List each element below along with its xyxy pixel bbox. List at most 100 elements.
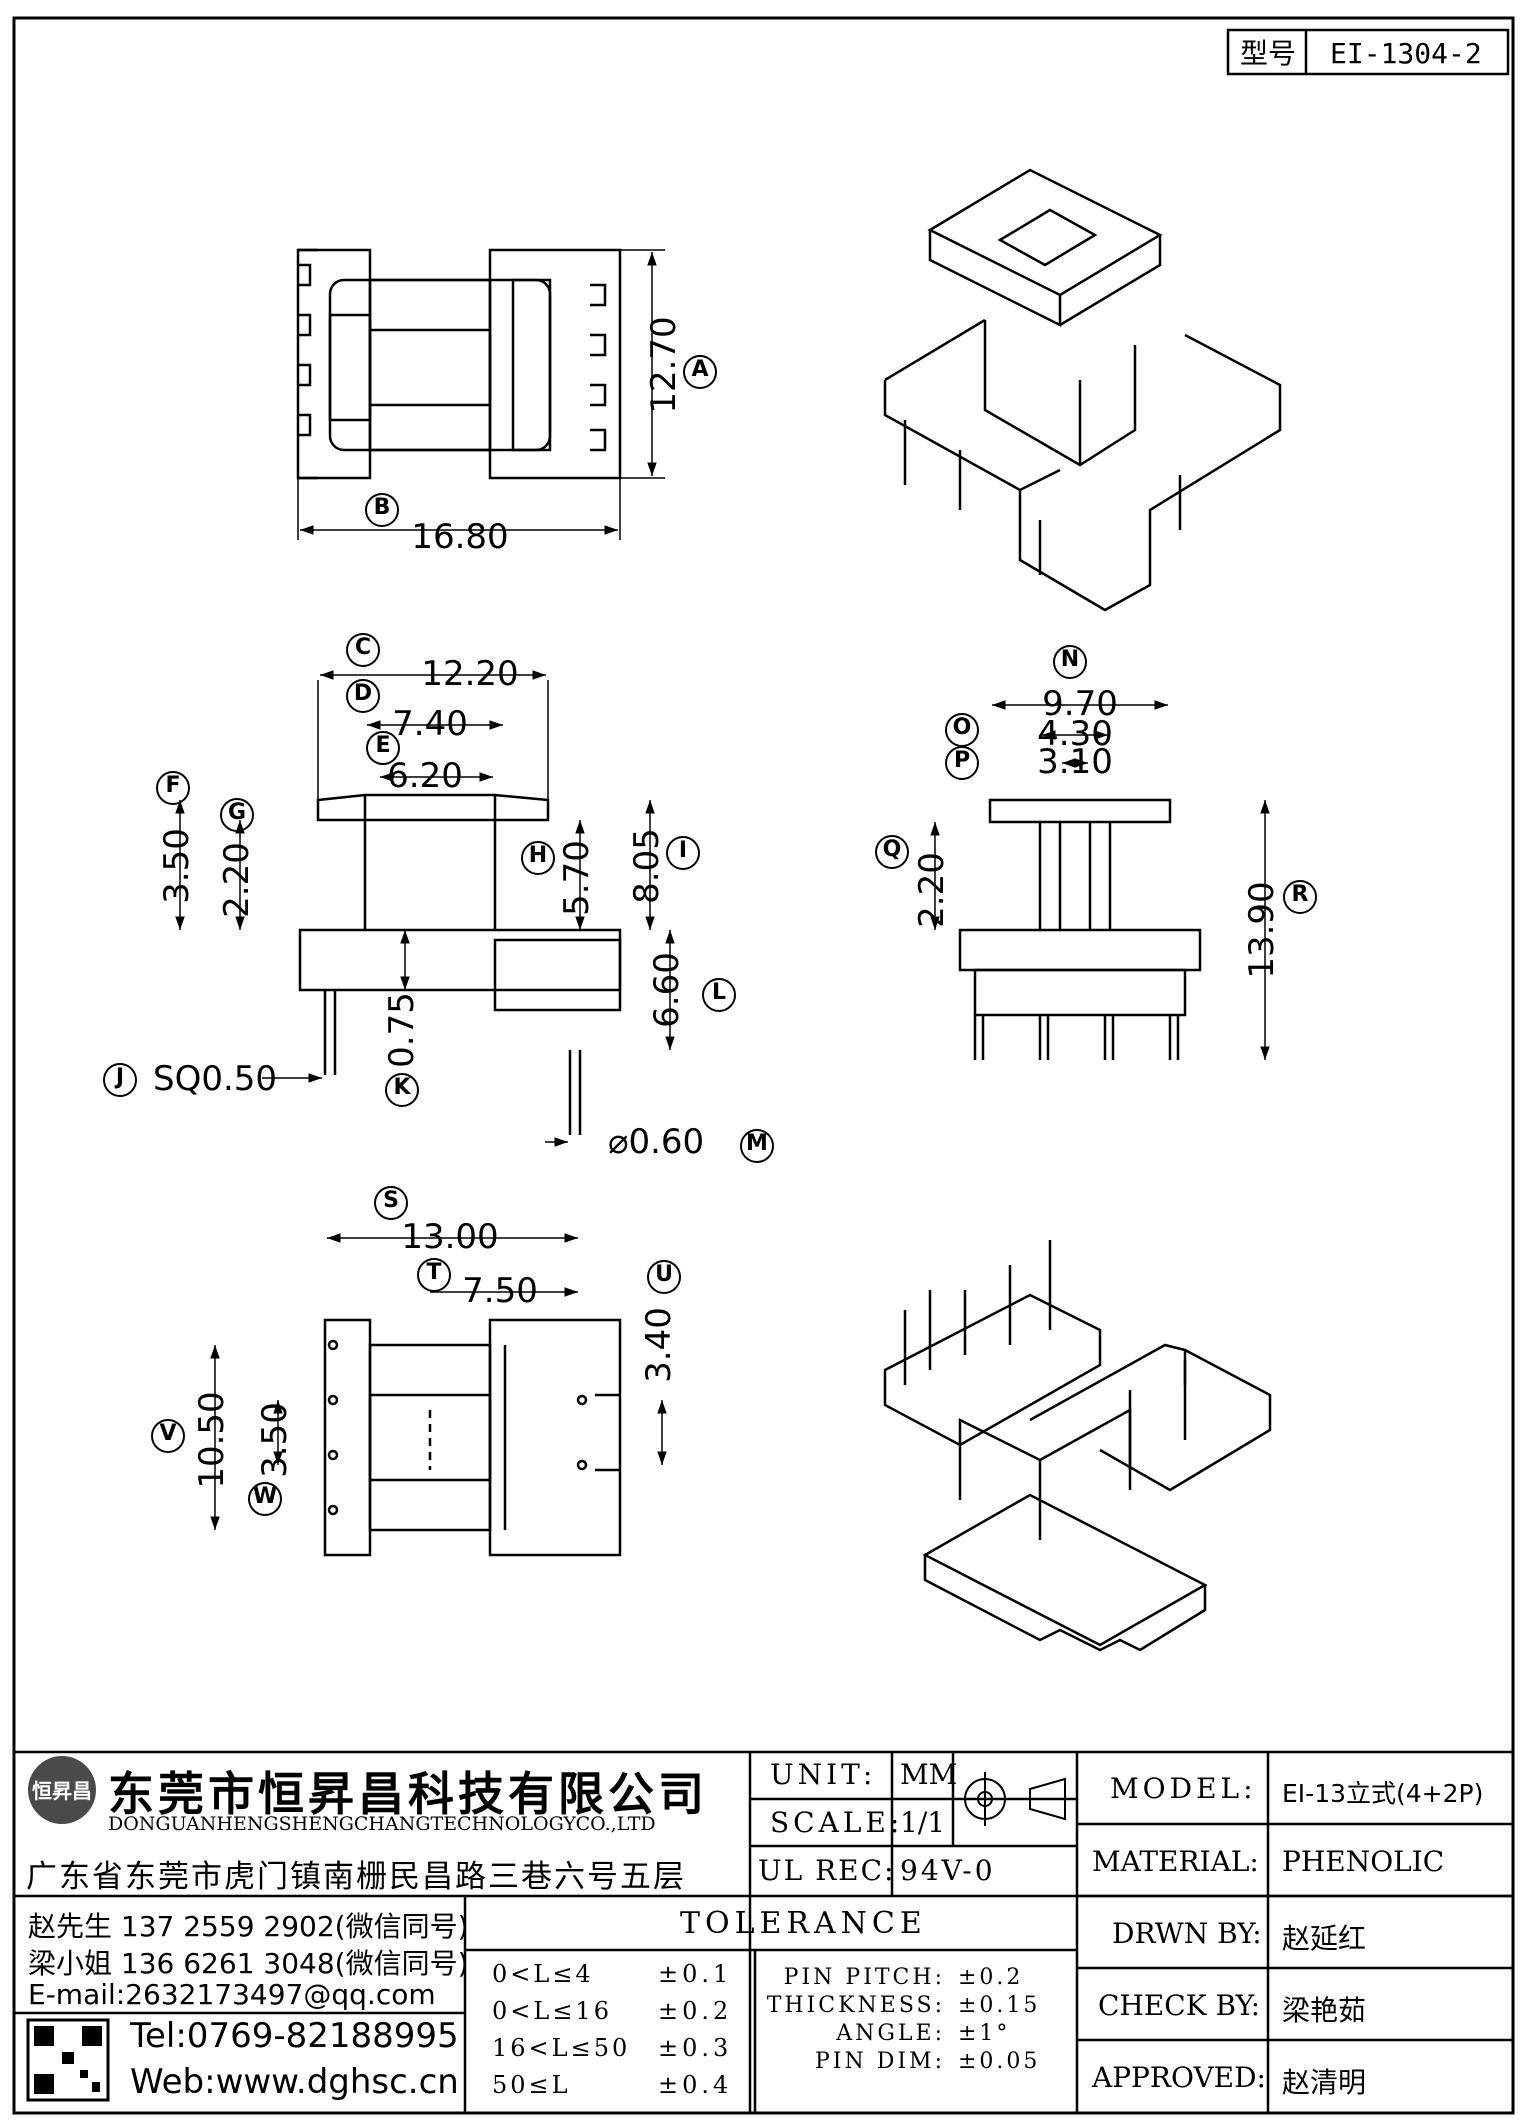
ulrec-value: 94V-0 xyxy=(900,1854,996,1887)
drwn-value: 赵延红 xyxy=(1282,1922,1367,1955)
dim-i-value: 8.05 xyxy=(627,828,667,904)
tolerance-value: ±0.3 xyxy=(658,2034,733,2062)
contact-1: 赵先生 137 2559 2902(微信同号) xyxy=(28,1910,469,1943)
dim-o-value: 4.30 xyxy=(1037,714,1113,754)
dim-d-value: 7.40 xyxy=(392,704,468,744)
dim-u-value: 3.40 xyxy=(639,1307,679,1383)
callout-k: K xyxy=(385,1073,419,1107)
tolerance-value: ±0.2 xyxy=(658,1997,733,2025)
tolerance-range: 0<L≤4 xyxy=(492,1960,594,1988)
callout-o: O xyxy=(945,713,979,747)
material-value: PHENOLIC xyxy=(1282,1845,1445,1878)
dim-w-value: 3.50 xyxy=(255,1402,295,1478)
dim-l-value: 6.60 xyxy=(647,952,687,1028)
company-name-en: DONGUANHENGSHENGCHANGTECHNOLOGYCO.,LTD xyxy=(108,1813,656,1835)
tolerance-range: 50≤L xyxy=(492,2071,571,2099)
callout-a: A xyxy=(683,355,717,389)
dim-r-value: 13.90 xyxy=(1242,881,1282,978)
dim-g-value: 2.20 xyxy=(217,842,257,918)
dim-a-value: 12.70 xyxy=(644,316,684,413)
approved-label: APPROVED: xyxy=(1092,2061,1266,2094)
dim-v-value: 10.50 xyxy=(192,1391,232,1488)
contact-email[interactable]: E-mail:2632173497@qq.com xyxy=(28,1978,436,2011)
material-label: MATERIAL: xyxy=(1092,1845,1259,1878)
tolerance-value: ±0.4 xyxy=(658,2071,733,2099)
contact-tel: Tel:0769-82188995 xyxy=(130,2016,459,2056)
dim-j-value: SQ0.50 xyxy=(153,1059,277,1099)
tolerance-spec-value: ±1° xyxy=(958,2021,1011,2046)
check-label: CHECK BY: xyxy=(1098,1989,1261,2022)
model-value: EI-13立式(4+2P) xyxy=(1282,1779,1484,1808)
isometric-view-bottom xyxy=(883,1240,1272,1652)
tolerance-range: 0<L≤16 xyxy=(492,1997,612,2025)
dim-h-value: 5.70 xyxy=(557,840,597,916)
callout-b: B xyxy=(365,493,399,527)
logo-text: 恒昇昌 xyxy=(32,1779,92,1803)
model-box-label: 型号 xyxy=(1240,37,1296,70)
callout-w: W xyxy=(248,1482,282,1516)
dim-q-value: 2.20 xyxy=(912,852,952,928)
qr-code-icon xyxy=(26,2018,110,2102)
model-box: 型号 EI-1304-2 xyxy=(1226,28,1510,76)
projection-symbol xyxy=(958,1772,1066,1826)
company-address: 广东省东莞市虎门镇南栅民昌路三巷六号五层 xyxy=(26,1859,686,1895)
scale-label: SCALE: xyxy=(770,1806,904,1839)
callout-p: P xyxy=(945,746,979,780)
contact-2: 梁小姐 136 6261 3048(微信同号) xyxy=(28,1947,469,1980)
company-name-cn: 东莞市恒昇昌科技有限公司 xyxy=(108,1767,708,1821)
callout-g: G xyxy=(220,798,254,832)
bottom-view xyxy=(210,1233,667,1557)
model-label: MODEL: xyxy=(1110,1772,1257,1805)
tolerance-spec-label: ANGLE: xyxy=(836,2021,945,2046)
callout-n: N xyxy=(1053,645,1087,679)
tolerance-spec-value: ±0.15 xyxy=(958,1993,1041,2018)
dim-p-value: 3.10 xyxy=(1037,742,1113,782)
callout-r: R xyxy=(1283,880,1317,914)
callout-e: E xyxy=(366,731,400,765)
dim-b-value: 16.80 xyxy=(411,517,508,557)
tolerance-spec-value: ±0.05 xyxy=(958,2049,1041,2074)
callout-m: M xyxy=(740,1129,774,1163)
dim-s-value: 13.00 xyxy=(401,1217,498,1257)
approved-value: 赵清明 xyxy=(1282,2066,1367,2099)
callout-j: J xyxy=(103,1063,137,1097)
tolerance-title: TOLERANCE xyxy=(680,1906,927,1941)
callout-i: I xyxy=(666,836,700,870)
dim-m-value: ⌀0.60 xyxy=(608,1122,704,1162)
tolerance-spec-label: THICKNESS: xyxy=(766,1993,945,2018)
model-box-value: EI-1304-2 xyxy=(1330,37,1482,70)
side-view xyxy=(175,670,675,1147)
top-view xyxy=(296,248,665,540)
unit-value: MM xyxy=(900,1758,958,1791)
tolerance-spec-label: PIN PITCH: xyxy=(783,1965,945,1990)
ulrec-label: UL REC: xyxy=(758,1854,896,1887)
front-view xyxy=(930,700,1270,1060)
tolerance-value: ±0.1 xyxy=(658,1960,733,1988)
callout-c: C xyxy=(346,633,380,667)
dim-c-value: 12.20 xyxy=(421,654,518,694)
dim-k-value: 0.75 xyxy=(382,992,422,1068)
check-value: 梁艳茹 xyxy=(1282,1994,1367,2027)
drwn-label: DRWN BY: xyxy=(1112,1917,1262,1950)
isometric-view-top xyxy=(883,168,1282,612)
tolerance-range: 16<L≤50 xyxy=(492,2034,631,2062)
dim-e-value: 6.20 xyxy=(387,756,463,796)
callout-l: L xyxy=(702,978,736,1012)
unit-label: UNIT: xyxy=(770,1758,877,1791)
callout-t: T xyxy=(417,1258,451,1292)
callout-f: F xyxy=(156,771,190,805)
tolerance-spec-value: ±0.2 xyxy=(958,1965,1024,1990)
scale-value: 1/1 xyxy=(900,1806,946,1839)
sheet-border xyxy=(12,16,1515,2115)
dim-f-value: 3.50 xyxy=(157,828,197,904)
callout-d: D xyxy=(346,679,380,713)
dim-n-value: 9.70 xyxy=(1042,684,1118,724)
callout-v: V xyxy=(151,1419,185,1453)
company-logo: 恒昇昌 xyxy=(28,1756,96,1824)
contact-web[interactable]: Web:www.dghsc.cn xyxy=(130,2062,459,2102)
callout-h: H xyxy=(521,841,555,875)
callout-q: Q xyxy=(875,835,909,869)
dim-t-value: 7.50 xyxy=(462,1271,538,1311)
